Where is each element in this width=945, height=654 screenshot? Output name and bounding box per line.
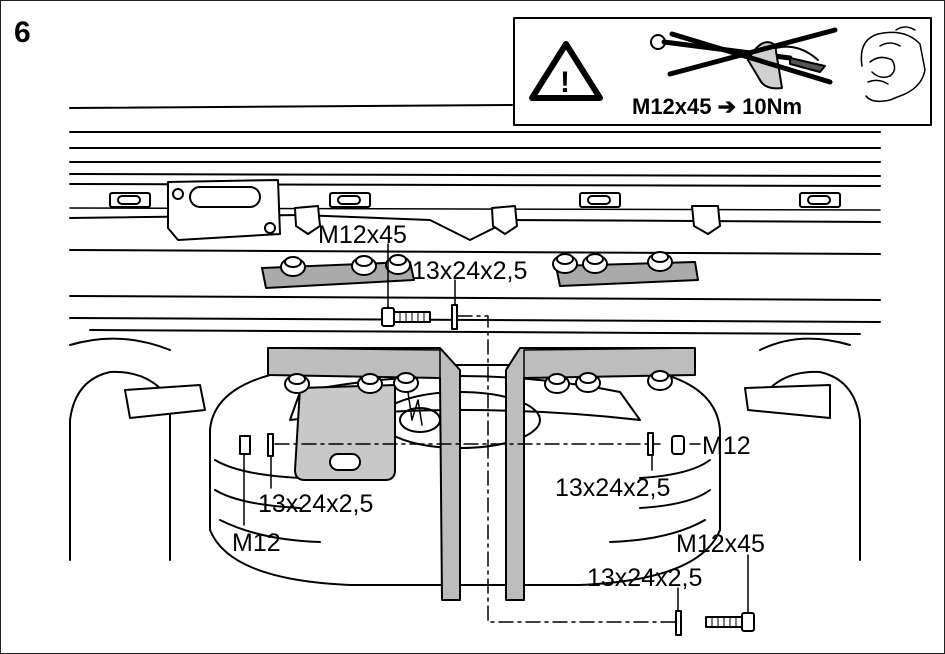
- right-bracket: [505, 347, 696, 601]
- assembly-axis-lines: [274, 315, 681, 623]
- left-washer: [267, 433, 274, 457]
- label-nut-left: M12: [232, 529, 281, 557]
- warning-box: ! M12x45 ➔ 10Nm: [513, 17, 932, 126]
- step-number: 6: [14, 16, 31, 49]
- label-washer-bottom: 13x24x2,5: [587, 564, 702, 592]
- right-washer: [647, 432, 654, 456]
- top-bolt-m12x45: [381, 307, 431, 327]
- label-washer-right: 13x24x2,5: [555, 474, 670, 502]
- vehicle-body: [69, 104, 881, 335]
- bottom-washer: [675, 610, 682, 636]
- label-washer-left: 13x24x2,5: [258, 490, 373, 518]
- left-bracket: [267, 347, 461, 601]
- bottom-bolt-m12x45: [705, 612, 755, 632]
- torque-spec: M12x45 ➔ 10Nm: [632, 94, 802, 119]
- left-nut: [239, 435, 251, 455]
- label-bolt-bottom: M12x45: [676, 530, 765, 558]
- top-washer: [451, 304, 458, 330]
- hand-tighten-icon: [860, 26, 926, 103]
- torque-wrench-crossed-icon: [650, 27, 838, 90]
- label-bolt-top: M12x45: [318, 221, 407, 249]
- label-nut-right: M12: [702, 432, 751, 460]
- warning-symbol: !: [560, 66, 570, 99]
- leader-lines: [243, 243, 749, 613]
- warning-triangle-icon: !: [529, 41, 603, 101]
- right-nut: [671, 435, 685, 455]
- rear-wheels: [69, 337, 861, 561]
- mounting-plates: [261, 251, 699, 289]
- label-washer-top: 13x24x2,5: [412, 257, 527, 285]
